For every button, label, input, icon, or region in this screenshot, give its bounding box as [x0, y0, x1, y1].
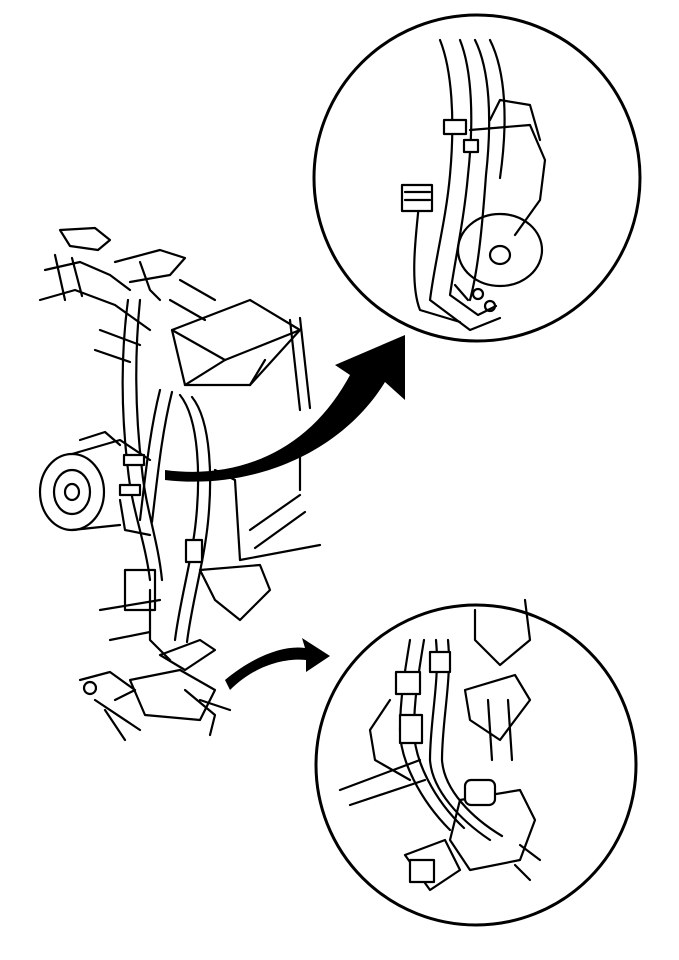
pump-pulley — [38, 430, 152, 532]
pump-detail-contents — [400, 38, 547, 332]
detail-view-pump — [312, 13, 642, 343]
hose-bundle — [118, 298, 212, 644]
engine-top-left — [38, 226, 217, 364]
arrow-to-pump-detail — [165, 335, 405, 482]
overall-view — [38, 226, 322, 742]
gear-detail-contents — [338, 598, 542, 892]
firewall-box — [170, 298, 312, 412]
steering-gear-overall — [78, 568, 232, 742]
arrow-to-gear-detail — [225, 638, 330, 690]
detail-view-steering-gear — [314, 598, 638, 927]
